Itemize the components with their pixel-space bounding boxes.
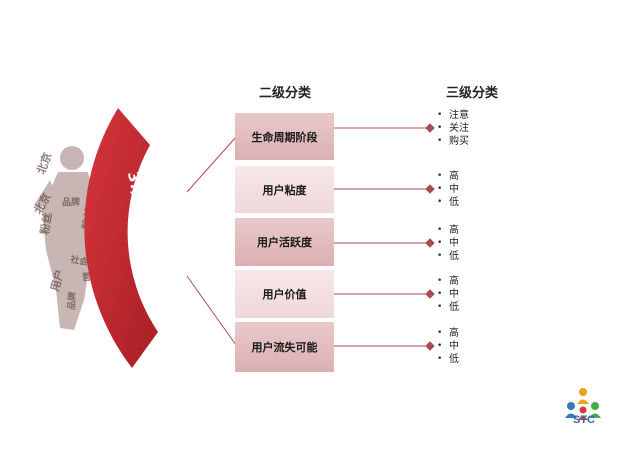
list-item: •高	[437, 225, 459, 236]
list-item: •高	[437, 171, 459, 182]
wordcloud-word: 北京	[34, 151, 55, 176]
category-box-value: 用户价值	[235, 270, 334, 318]
people-cluster-icon	[565, 388, 601, 420]
list-item: •中	[437, 184, 459, 195]
list-item: •关注	[437, 123, 469, 134]
logo-text: STC	[573, 414, 595, 426]
list-item: •低	[437, 251, 459, 262]
connector-arc-top	[186, 136, 237, 193]
list-item: •中	[437, 289, 459, 300]
category-label: 用户流失可能	[251, 341, 318, 354]
list-item: •中	[437, 341, 459, 352]
arc-label: 3.品牌关系指标	[123, 169, 166, 285]
sub-list-churn: •高 •中 •低	[437, 327, 459, 366]
category-label: 生命周期阶段	[251, 130, 318, 144]
list-item: •低	[437, 197, 459, 208]
list-item: •注意	[437, 110, 469, 121]
category-box-lifecycle: 生命周期阶段	[235, 113, 334, 160]
list-item: •高	[437, 328, 459, 339]
list-item: •低	[437, 302, 459, 313]
list-item: •中	[437, 238, 459, 249]
arc-label-wrap: 3.品牌关系指标	[110, 152, 180, 302]
list-item: •低	[437, 354, 459, 365]
list-item: •高	[437, 276, 459, 287]
category-label: 用户粘度	[262, 183, 307, 197]
header-level2: 二级分类	[258, 86, 311, 101]
sub-list-lifecycle: •注意 •关注 •购买	[437, 109, 469, 148]
connectors	[334, 123, 435, 351]
sub-list-activity: •高 •中 •低	[437, 224, 459, 263]
wordcloud-word: 粉丝	[37, 211, 55, 235]
connector-arc-bottom	[186, 275, 237, 346]
category-label: 用户价值	[262, 288, 307, 301]
sub-list-stickiness: •高 •中 •低	[437, 170, 459, 209]
category-box-churn: 用户流失可能	[235, 322, 334, 372]
category-box-activity: 用户活跃度	[235, 218, 334, 266]
category-label: 用户活跃度	[257, 236, 312, 249]
wordcloud-word: 用户	[47, 268, 66, 293]
header-level3: 三级分类	[445, 86, 498, 101]
wordcloud-word: 品牌	[62, 196, 80, 208]
list-item: •购买	[437, 136, 469, 147]
wordcloud-word: 品牌	[65, 291, 79, 310]
brand-relation-arc	[84, 108, 158, 368]
category-box-stickiness: 用户粘度	[235, 166, 334, 213]
sub-list-value: •高 •中 •低	[437, 275, 459, 314]
